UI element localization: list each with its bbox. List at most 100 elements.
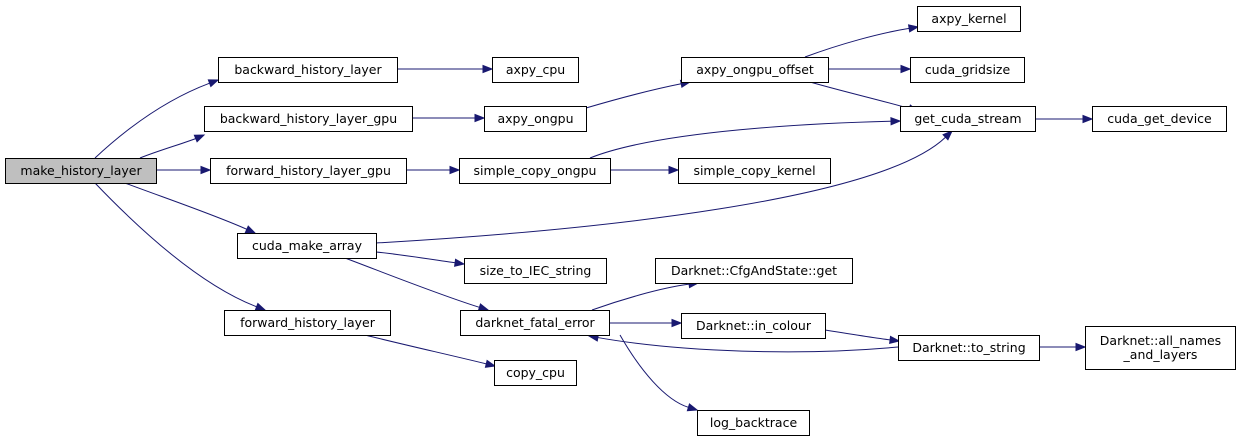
node-box[interactable]	[204, 106, 413, 132]
node-darknet-to-string[interactable]: Darknet::to_string	[898, 335, 1040, 361]
nodes-layer: make_history_layer backward_history_layer…	[5, 6, 1236, 436]
node-label: Darknet::in_colour	[696, 318, 812, 333]
arrowhead-icon	[686, 403, 699, 412]
node-box[interactable]	[494, 360, 577, 386]
node-box[interactable]	[917, 6, 1021, 32]
edge-line	[824, 329, 891, 341]
edge-get_cuda_stream-to-cuda_get_device	[1034, 114, 1094, 124]
edge-line	[375, 251, 456, 264]
arrowhead-icon	[942, 130, 953, 141]
edge-make_history_layer-to-cuda_make_array	[124, 182, 257, 234]
node-label: copy_cpu	[506, 365, 565, 380]
node-box[interactable]	[655, 258, 853, 284]
node-box[interactable]	[681, 313, 826, 339]
node-simple-copy-kernel[interactable]: simple_copy_kernel	[678, 158, 831, 184]
node-label: Darknet::to_string	[912, 340, 1025, 355]
edge-axpy_ongpu_offset-to-axpy_kernel	[804, 24, 920, 58]
node-label: axpy_ongpu_offset	[696, 62, 814, 77]
node-label: make_history_layer	[20, 163, 142, 178]
node-label: axpy_ongpu	[497, 111, 573, 126]
node-label: forward_history_layer_gpu	[226, 163, 391, 178]
node-label: cuda_get_device	[1107, 111, 1212, 126]
arrowhead-icon	[482, 64, 494, 74]
node-cuda-gridsize[interactable]: cuda_gridsize	[910, 57, 1025, 83]
node-darknet-cfgandstate-get[interactable]: Darknet::CfgAndState::get	[655, 258, 853, 284]
node-make-history-layer[interactable]: make_history_layer	[5, 158, 157, 184]
node-label: simple_copy_ongpu	[474, 163, 597, 178]
edge-darknet_to_string-to-darknet_all_names_and_layers	[1038, 342, 1087, 352]
node-box[interactable]	[464, 258, 607, 284]
node-axpy-kernel[interactable]: axpy_kernel	[917, 6, 1021, 32]
edge-line	[124, 182, 247, 230]
node-cuda-make-array[interactable]: cuda_make_array	[237, 233, 377, 259]
node-backward-history-layer-gpu[interactable]: backward_history_layer_gpu	[204, 106, 413, 132]
node-axpy-ongpu[interactable]: axpy_ongpu	[484, 106, 587, 132]
node-box[interactable]	[1092, 106, 1227, 132]
arrowhead-icon	[889, 335, 901, 345]
edge-forward_history_layer_gpu-to-simple_copy_ongpu	[406, 165, 461, 175]
node-label: simple_copy_kernel	[693, 163, 815, 178]
edge-make_history_layer-to-forward_history_layer_gpu	[156, 165, 212, 175]
node-darknet-all-names-and-layers[interactable]: Darknet::all_names_and_layers	[1085, 326, 1236, 370]
arrowhead-icon	[474, 113, 486, 123]
edge-darknet_fatal_error-to-log_backtrace	[619, 334, 699, 412]
node-axpy-cpu[interactable]: axpy_cpu	[492, 57, 579, 83]
node-label: axpy_kernel	[931, 11, 1006, 26]
node-get-cuda-stream[interactable]: get_cuda_stream	[900, 106, 1036, 132]
node-label: cuda_gridsize	[925, 62, 1011, 77]
node-box[interactable]	[681, 57, 829, 83]
node-label: darknet_fatal_error	[475, 315, 595, 330]
node-cuda-get-device[interactable]: cuda_get_device	[1092, 106, 1227, 132]
node-box[interactable]	[697, 410, 810, 436]
node-axpy-ongpu-offset[interactable]: axpy_ongpu_offset	[681, 57, 829, 83]
arrowhead-icon	[244, 225, 257, 234]
edge-line	[344, 257, 480, 308]
arrowhead-icon	[200, 165, 212, 175]
node-forward-history-layer[interactable]: forward_history_layer	[224, 310, 391, 336]
node-box[interactable]	[459, 158, 611, 184]
arrowhead-icon	[907, 24, 920, 33]
edge-line	[94, 182, 257, 308]
edge-line	[585, 83, 682, 109]
arrowhead-icon	[207, 79, 220, 88]
node-backward-history-layer[interactable]: backward_history_layer	[218, 57, 398, 83]
node-label: get_cuda_stream	[914, 111, 1021, 126]
node-copy-cpu[interactable]: copy_cpu	[494, 360, 577, 386]
node-box[interactable]	[898, 335, 1040, 361]
node-log-backtrace[interactable]: log_backtrace	[697, 410, 810, 436]
node-label: Darknet::CfgAndState::get	[671, 263, 837, 278]
node-box[interactable]	[900, 106, 1036, 132]
edge-line	[94, 82, 210, 159]
arrowhead-icon	[449, 165, 461, 175]
node-box[interactable]	[218, 57, 398, 83]
edge-cuda_make_array-to-get_cuda_stream	[375, 130, 953, 244]
edge-simple_copy_ongpu-to-get_cuda_stream	[589, 117, 902, 159]
node-box[interactable]	[224, 310, 391, 336]
node-box[interactable]	[210, 158, 407, 184]
edge-line	[619, 334, 689, 408]
node-box[interactable]	[5, 158, 157, 184]
edge-line	[804, 27, 910, 58]
node-darknet-in-colour[interactable]: Darknet::in_colour	[681, 313, 826, 339]
node-box[interactable]	[484, 106, 587, 132]
node-forward-history-layer-gpu[interactable]: forward_history_layer_gpu	[210, 158, 407, 184]
node-darknet-fatal-error[interactable]: darknet_fatal_error	[460, 310, 610, 336]
edge-darknet_fatal_error-to-darknet_in_colour	[609, 318, 683, 328]
node-box[interactable]	[492, 57, 579, 83]
node-label: _and_layers	[1123, 347, 1198, 362]
node-box[interactable]	[460, 310, 610, 336]
node-box[interactable]	[910, 57, 1025, 83]
edge-line	[375, 136, 946, 244]
edge-make_history_layer-to-backward_history_layer_gpu	[139, 134, 206, 159]
arrowhead-icon	[1075, 342, 1087, 352]
arrowhead-icon	[454, 258, 466, 267]
edge-cuda_make_array-to-size_to_IEC_string	[375, 251, 466, 267]
node-box[interactable]	[1085, 326, 1236, 370]
node-box[interactable]	[237, 233, 377, 259]
node-simple-copy-ongpu[interactable]: simple_copy_ongpu	[459, 158, 611, 184]
node-box[interactable]	[678, 158, 831, 184]
edge-line	[591, 283, 690, 311]
node-label: axpy_cpu	[506, 62, 565, 77]
edge-axpy_ongpu_offset-to-cuda_gridsize	[828, 64, 912, 74]
node-size-to-IEC-string[interactable]: size_to_IEC_string	[464, 258, 607, 284]
